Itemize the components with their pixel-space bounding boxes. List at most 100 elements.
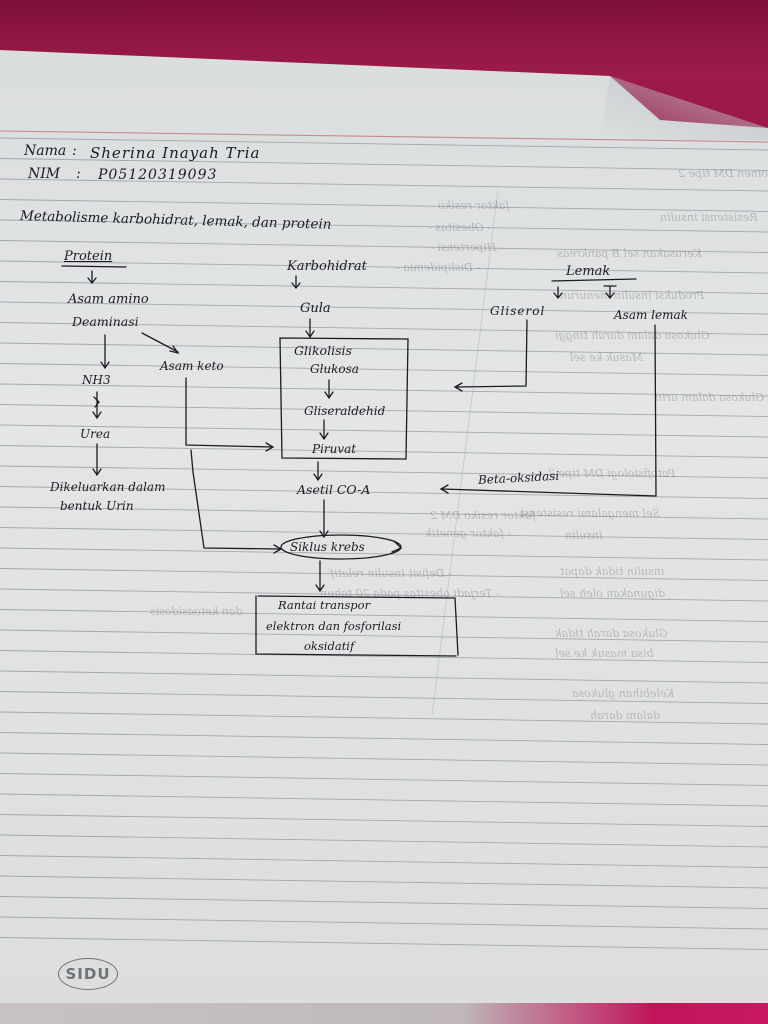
ruled-line [0, 137, 768, 151]
glikolisis-label: Glikolisis [294, 343, 352, 358]
ruled-line [0, 568, 768, 581]
ruled-line [0, 465, 768, 479]
ruled-line [0, 445, 768, 458]
ruled-line [0, 711, 768, 725]
lemak-underline [551, 278, 637, 282]
ruled-line [0, 814, 768, 827]
arrow-krebs-rantai [315, 560, 325, 593]
rantai-label-line2: elektron dan fosforilasi [266, 619, 402, 633]
krebs-cycle-arrowhead [391, 540, 403, 553]
urea-label: Urea [80, 427, 111, 441]
name-value: Sherina Inayah Tria [90, 144, 261, 162]
background-bottom [0, 1003, 768, 1024]
lemak-right-arrow [603, 285, 617, 300]
asam-lemak-label: Asam lemak [614, 308, 688, 322]
protein-down-arrow [87, 270, 97, 285]
ruled-line [0, 896, 768, 909]
ruled-line [0, 363, 768, 376]
name-label: Nama [24, 143, 67, 159]
ruled-line [0, 260, 768, 274]
nim-colon: : [76, 166, 81, 182]
notebook-brand-logo: SIDU [58, 958, 118, 990]
ruled-line [0, 199, 768, 212]
lemak-left-arrow [553, 286, 563, 300]
rantai-label-line3: oksidatif [304, 639, 355, 653]
gliseraldehid-label: Gliseraldehid [304, 404, 386, 418]
ruled-line [0, 301, 768, 315]
rantai-label-line1: Rantai transpor [278, 598, 371, 612]
ruled-line [0, 547, 768, 561]
ruled-line [0, 752, 768, 766]
rantai-box [255, 595, 459, 657]
ruled-line [0, 855, 768, 868]
ruled-line [0, 506, 768, 520]
gula-label: Gula [300, 301, 331, 316]
ruled-line [0, 486, 768, 499]
ruled-line [0, 588, 768, 602]
arrow-piruvat-asetil [313, 461, 323, 482]
asam-amino-label: Asam amino [68, 292, 149, 307]
ruled-line [0, 404, 768, 417]
ruled-line [0, 609, 768, 622]
ruled-line [0, 342, 768, 356]
ruled-line [0, 527, 768, 540]
ruled-line [0, 793, 768, 807]
glukosa-label: Glukosa [310, 362, 359, 376]
protein-heading: Protein [64, 249, 113, 264]
arrow-urea-excreted [92, 443, 102, 477]
ruled-line [0, 773, 768, 786]
glikolisis-box [279, 337, 409, 460]
ruled-line [0, 178, 768, 192]
piruvat-label: Piruvat [312, 442, 357, 456]
ruled-line [0, 383, 768, 397]
ruled-line [0, 834, 768, 848]
ruled-line [0, 158, 768, 171]
ruled-line [0, 691, 768, 704]
arrow-gliserol-glikolisis [453, 319, 528, 392]
arrow-deaminasi-keto [141, 332, 180, 355]
arrow-deaminasi-nh3 [100, 334, 110, 370]
arrow-glukosa-gliseraldehid [324, 379, 334, 400]
ruled-line [0, 240, 768, 253]
ruled-line [0, 629, 768, 643]
ruled-line [0, 219, 768, 233]
nh3-label: NH3 [82, 373, 111, 387]
ruled-line [0, 875, 768, 889]
ruled-line [0, 281, 768, 294]
karbohidrat-heading: Karbohidrat [287, 259, 367, 274]
asetil-coa-label: Asetil CO-A [297, 482, 371, 497]
lemak-heading: Lemak [566, 264, 611, 279]
deaminasi-label: Deaminasi [72, 314, 139, 329]
arrow-keto-krebs [190, 449, 283, 554]
nim-label: NIM [28, 166, 61, 182]
siklus-krebs-label: Siklus krebs [290, 540, 365, 554]
ruled-line [0, 937, 768, 950]
ghost-margin-line [431, 189, 499, 716]
arrow-asetil-krebs [319, 499, 329, 539]
siklus-krebs-ellipse [280, 534, 402, 560]
ruled-line [0, 424, 768, 438]
name-colon: : [72, 143, 77, 159]
arrow-asam-lemak-asetil [439, 324, 657, 497]
karbohidrat-down-arrow [291, 275, 301, 290]
ruled-line [0, 916, 768, 930]
protein-underline [61, 265, 127, 268]
arrow-gliseraldehid-piruvat [319, 419, 329, 441]
arrow-keto-piruvat [185, 377, 275, 452]
excreted-label-line2: bentuk Urin [60, 499, 134, 513]
ruled-line [0, 670, 768, 684]
gliserol-label: Gliserol [490, 304, 546, 318]
excreted-label-line1: Dikeluarkan dalam [50, 480, 166, 494]
logo-text: SIDU [65, 965, 111, 983]
ruled-line [0, 650, 768, 663]
top-margin-line [0, 130, 768, 143]
ruled-line [0, 732, 768, 745]
asam-keto-label: Asam keto [160, 359, 224, 373]
arrow-nh3-urea [92, 391, 102, 420]
nim-value: P05120319093 [98, 167, 218, 183]
arrow-gula-glikolisis [305, 318, 315, 339]
ruled-line [0, 322, 768, 335]
